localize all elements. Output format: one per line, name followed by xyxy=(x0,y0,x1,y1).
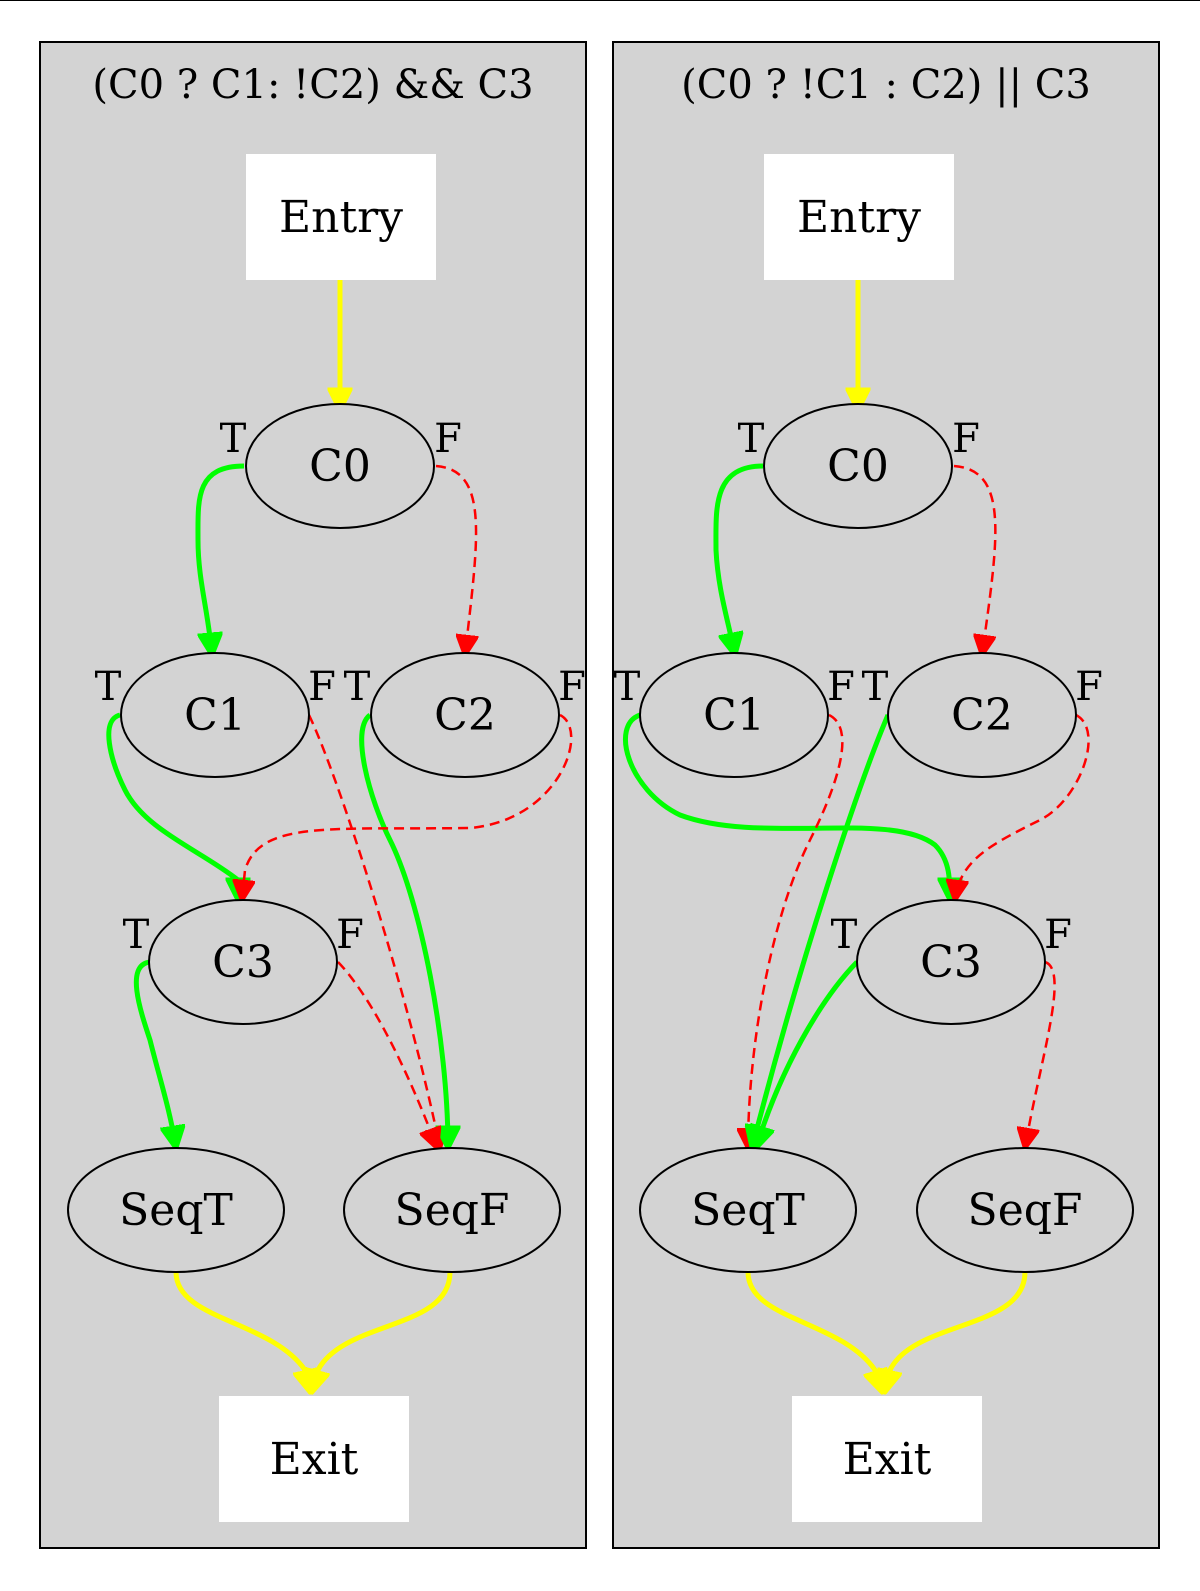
node-c0-label: C0 xyxy=(827,441,889,492)
node-seqf-label: SeqF xyxy=(395,1185,510,1236)
port-c0-false: F xyxy=(952,416,980,462)
node-seqf xyxy=(343,1147,561,1273)
edge-c3-true-seqt xyxy=(756,960,859,1148)
node-c3-label: C3 xyxy=(212,937,274,988)
port-c3-false: F xyxy=(1044,912,1072,958)
node-c3 xyxy=(856,899,1046,1025)
edge-seqf-exit xyxy=(312,1271,453,1392)
node-seqf xyxy=(916,1147,1134,1273)
port-c3-true: T xyxy=(831,912,858,958)
edge-seqf-exit xyxy=(885,1271,1028,1392)
node-seqt xyxy=(67,1147,285,1273)
edge-c0-true-c1 xyxy=(195,463,245,655)
port-c1-true: T xyxy=(95,664,122,710)
node-c1 xyxy=(120,652,310,778)
edge-seqt-exit xyxy=(745,1271,882,1392)
cluster-left: (C0 ? C1: !C2) && C3 Entry C0 T F C1 T F… xyxy=(39,41,587,1549)
port-c2-true: T xyxy=(344,664,371,710)
node-c2 xyxy=(370,652,560,778)
port-c0-false: F xyxy=(434,416,462,462)
node-c1-label: C1 xyxy=(703,690,765,741)
edge-c2-false-c3 xyxy=(242,713,573,900)
port-c2-false: F xyxy=(1075,664,1103,710)
port-c1-false: F xyxy=(827,664,855,710)
node-seqt-label: SeqT xyxy=(691,1185,805,1236)
node-seqf-label: SeqF xyxy=(968,1185,1083,1236)
node-entry-label: Entry xyxy=(279,192,403,243)
port-c3-false: F xyxy=(336,912,364,958)
edge-c3-false-seqf xyxy=(337,961,437,1148)
port-c2-true: T xyxy=(862,664,889,710)
node-c0 xyxy=(763,403,953,529)
edge-c3-false-seqf xyxy=(1025,960,1056,1148)
node-c3 xyxy=(148,899,338,1025)
port-c3-true: T xyxy=(123,912,150,958)
node-seqt xyxy=(639,1147,857,1273)
edge-c1-false-seqf xyxy=(307,714,440,1148)
node-seqt-label: SeqT xyxy=(119,1185,233,1236)
top-border-line xyxy=(0,0,1200,1)
cluster-left-title: (C0 ? C1: !C2) && C3 xyxy=(92,62,533,108)
edge-c2-false-c3 xyxy=(955,713,1090,900)
port-c2-false: F xyxy=(558,664,586,710)
node-c1-label: C1 xyxy=(184,690,246,741)
node-c0-label: C0 xyxy=(309,441,371,492)
node-c2-label: C2 xyxy=(434,690,496,741)
edge-c1-true-c3 xyxy=(623,712,950,900)
port-c0-true: T xyxy=(738,416,765,462)
node-c1 xyxy=(639,652,829,778)
edge-c1-true-c3 xyxy=(106,712,238,900)
node-entry xyxy=(246,154,436,280)
cluster-left-frame xyxy=(39,41,587,1549)
port-c0-true: T xyxy=(220,416,247,462)
edge-seqt-exit xyxy=(173,1271,310,1392)
node-c3-label: C3 xyxy=(920,937,982,988)
node-c2 xyxy=(887,652,1077,778)
edge-c0-false-c2 xyxy=(953,464,997,655)
node-exit xyxy=(792,1396,982,1522)
cluster-right: (C0 ? !C1 : C2) || C3 Entry C0 T F C1 T … xyxy=(612,41,1160,1549)
cluster-right-edges xyxy=(623,280,1090,1392)
edge-c0-false-c2 xyxy=(435,464,476,655)
node-entry xyxy=(764,154,954,280)
port-c1-true: T xyxy=(614,664,641,710)
edge-c2-true-seqf xyxy=(359,713,448,1148)
port-c1-false: F xyxy=(308,664,336,710)
node-exit xyxy=(219,1396,409,1522)
edge-c1-false-seqt xyxy=(748,713,844,1148)
node-c0 xyxy=(245,403,435,529)
node-c2-label: C2 xyxy=(951,690,1013,741)
edge-c0-true-c1 xyxy=(713,463,764,655)
node-exit-label: Exit xyxy=(843,1434,932,1485)
edge-c3-true-seqt xyxy=(133,959,176,1148)
edge-c2-true-seqt xyxy=(752,714,891,1148)
cluster-right-title: (C0 ? !C1 : C2) || C3 xyxy=(681,62,1091,108)
node-exit-label: Exit xyxy=(270,1434,359,1485)
node-entry-label: Entry xyxy=(797,192,921,243)
cluster-left-edges xyxy=(106,280,573,1392)
